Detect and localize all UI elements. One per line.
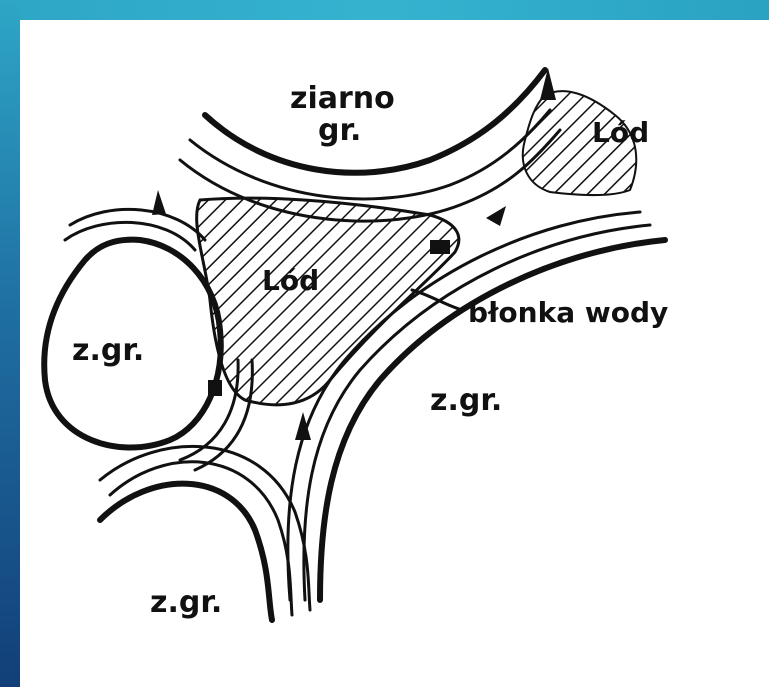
water-film-leader [412,290,462,310]
arrow-diagonal-icon [486,206,506,226]
label-grain-top-2: gr. [318,113,361,148]
label-ice-upper: Lód [592,116,649,149]
label-water-film: błonka wody [468,296,668,329]
label-grain-bottom: z.gr. [150,585,222,620]
label-ice-center: Lód [262,264,319,297]
flow-marker-right [430,240,450,254]
arrow-up-left-icon [152,190,166,215]
ice-body-center [197,198,459,405]
flow-marker-left [208,380,222,396]
label-grain-left: z.gr. [72,333,144,368]
label-grain-right: z.gr. [430,383,502,418]
label-grain-top: ziarno [290,81,395,116]
